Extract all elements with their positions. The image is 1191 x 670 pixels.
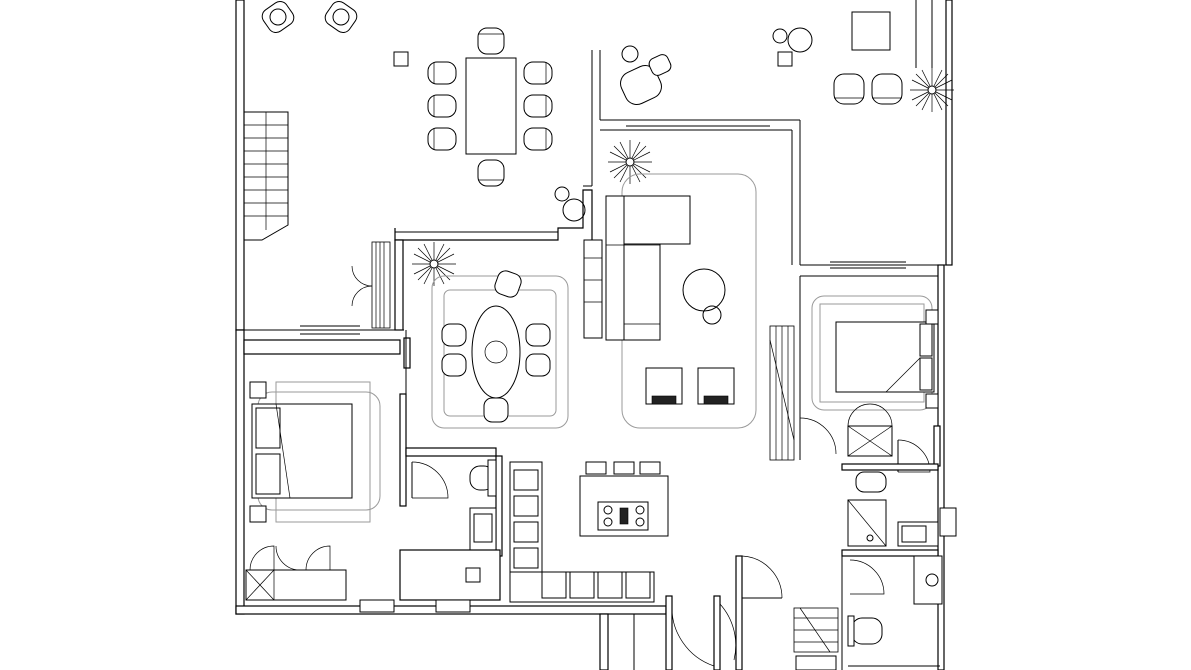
washbasin <box>469 507 497 551</box>
nightstand <box>925 393 939 409</box>
wardrobe <box>245 545 347 601</box>
dining-chair <box>441 323 467 347</box>
side-table <box>787 27 813 53</box>
armchair <box>645 367 683 405</box>
dining-chair <box>494 270 522 298</box>
shower <box>847 499 887 547</box>
dining-chair <box>483 397 509 423</box>
lounge-chair <box>324 0 358 34</box>
counter <box>509 461 655 603</box>
dining-chair <box>523 127 553 151</box>
nightstand <box>249 505 267 523</box>
cooktop <box>597 501 649 531</box>
french-door <box>351 241 391 329</box>
toilet <box>855 471 887 493</box>
master-bathroom <box>841 403 957 670</box>
wardrobe <box>769 325 795 461</box>
window <box>359 599 471 613</box>
sofa <box>605 195 691 341</box>
armchair <box>620 45 672 105</box>
side-table <box>772 28 788 44</box>
side-table <box>702 305 722 325</box>
dining-chair <box>477 27 505 55</box>
dining-room <box>431 270 569 429</box>
shelf <box>583 239 603 339</box>
laundry <box>465 567 481 583</box>
nightstand <box>249 381 267 399</box>
dining-chair <box>477 159 505 187</box>
island <box>579 461 669 537</box>
shoe-cabinet <box>795 655 837 670</box>
plant-icon <box>412 242 456 286</box>
interior-walls <box>243 239 497 507</box>
armchair <box>697 367 735 405</box>
coffee-table <box>682 268 726 312</box>
dining-chair <box>441 353 467 377</box>
nightstand <box>925 309 939 325</box>
toilet <box>847 615 883 647</box>
plant-icon <box>608 140 652 184</box>
bar-stool <box>871 73 903 105</box>
side-table <box>554 186 570 202</box>
dining-chair <box>525 323 551 347</box>
staircase <box>244 111 289 241</box>
washbasin <box>897 521 939 547</box>
bar-stool <box>833 73 865 105</box>
kitchen <box>509 461 669 603</box>
bedroom-right <box>769 275 939 461</box>
bed <box>251 403 353 499</box>
lounge-chair <box>261 0 295 34</box>
bed <box>835 321 935 393</box>
window <box>939 507 957 537</box>
outdoor-dining-table <box>427 27 553 187</box>
outdoor-table <box>851 11 891 51</box>
dining-table <box>471 305 521 399</box>
dining-chair <box>523 94 553 118</box>
living-room <box>583 173 757 429</box>
shoe-cabinet <box>793 607 839 653</box>
plant-icon <box>910 68 954 112</box>
washbasin <box>913 555 943 605</box>
north-terrace <box>244 0 946 269</box>
planter <box>393 51 409 67</box>
dining-chair <box>427 61 457 85</box>
bedroom-left <box>245 381 381 601</box>
guest-bathroom <box>359 455 503 613</box>
planter <box>777 51 793 67</box>
dining-chair <box>427 94 457 118</box>
entrance <box>599 555 839 670</box>
dining-chair <box>523 61 553 85</box>
toilet <box>469 459 497 497</box>
dining-chair <box>427 127 457 151</box>
side-table <box>562 198 586 222</box>
dining-chair <box>525 353 551 377</box>
